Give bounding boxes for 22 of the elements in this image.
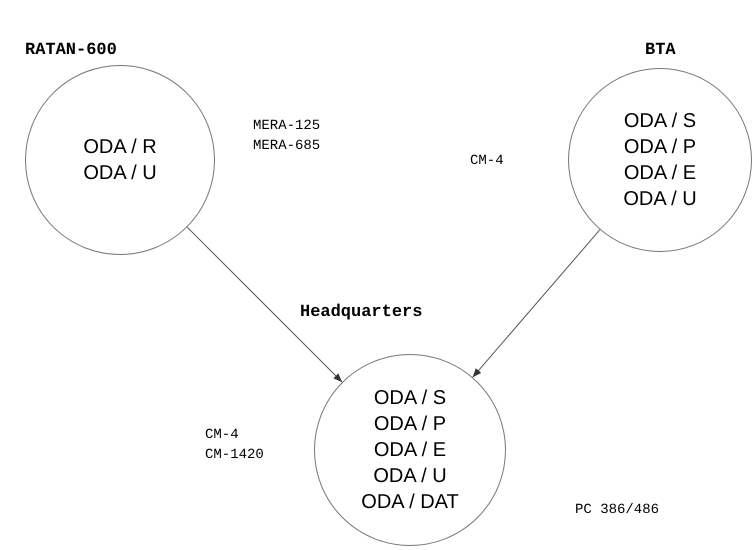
computer-label: MERA-125 bbox=[253, 117, 320, 136]
node-title: BTA bbox=[645, 40, 676, 62]
computer-label: CM-4 bbox=[205, 426, 239, 445]
module-label: ODA / R bbox=[83, 135, 157, 160]
module-label: ODA / U bbox=[623, 187, 697, 212]
arrow bbox=[472, 229, 600, 378]
node-title: Headquarters bbox=[300, 302, 422, 324]
module-label: ODA / U bbox=[83, 161, 157, 186]
module-label: ODA / DAT bbox=[361, 490, 459, 515]
computer-label: CM-1420 bbox=[205, 446, 264, 465]
module-label: ODA / P bbox=[374, 412, 446, 437]
node-title: RATAN-600 bbox=[25, 40, 117, 62]
module-label: ODA / S bbox=[374, 386, 446, 411]
computer-label: CM-4 bbox=[470, 152, 504, 171]
computer-label: MERA-685 bbox=[253, 137, 320, 156]
module-label: ODA / E bbox=[374, 438, 446, 463]
module-label: ODA / S bbox=[624, 109, 696, 134]
computer-label: PC 386/486 bbox=[575, 501, 660, 520]
module-label: ODA / P bbox=[624, 135, 696, 160]
arrow bbox=[186, 226, 343, 383]
module-label: ODA / U bbox=[373, 464, 447, 489]
module-label: ODA / E bbox=[624, 161, 696, 186]
